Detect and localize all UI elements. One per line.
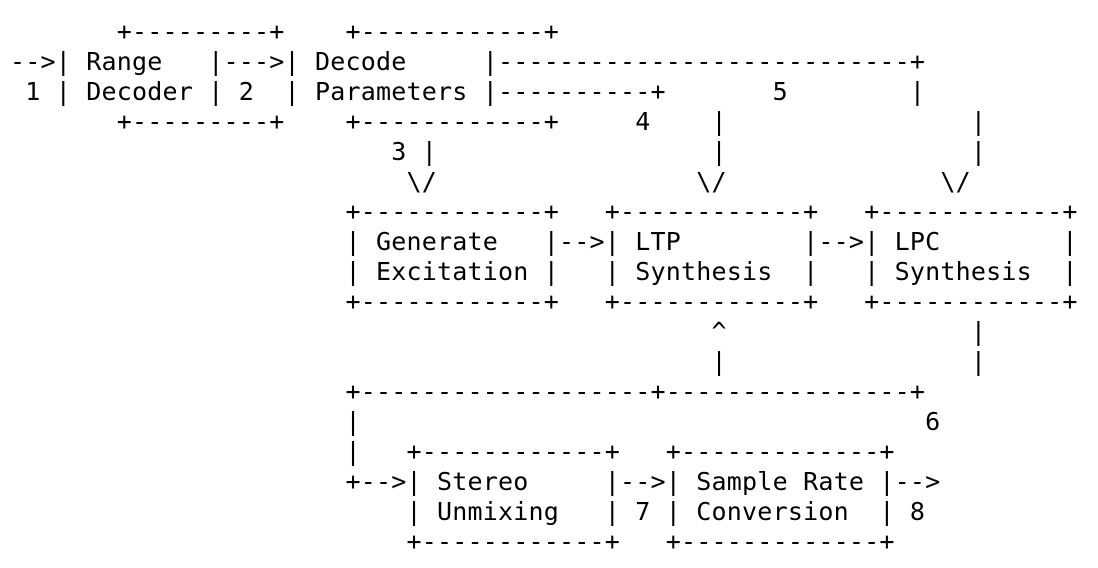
diagram-line: | 6 <box>10 407 941 436</box>
diagram-line: | Unmixing | 7 | Conversion | 8 <box>10 497 926 526</box>
diagram-line: +---------+ +------------+ 4 | | <box>10 107 987 136</box>
diagram-line: +-->| Stereo |-->| Sample Rate |--> <box>10 467 941 496</box>
ascii-block-diagram: +---------+ +------------+-->| Range |--… <box>10 17 1078 557</box>
diagram-line: ^ | <box>10 317 987 346</box>
diagram-line: +------------+ +-------------+ <box>10 527 895 556</box>
diagram-line: | Excitation | | Synthesis | | Synthesis… <box>10 257 1078 286</box>
diagram-line: +---------+ +------------+ <box>10 17 560 46</box>
diagram-line: 1 | Decoder | 2 | Parameters |----------… <box>10 77 926 106</box>
diagram-line: | Generate |-->| LTP |-->| LPC | <box>10 227 1078 256</box>
diagram-line: | | <box>10 347 987 376</box>
diagram-line: \/ \/ \/ <box>10 167 971 196</box>
diagram-line: 3 | | | <box>10 137 987 166</box>
diagram-line: | +------------+ +-------------+ <box>10 437 895 466</box>
diagram-line: +------------+ +------------+ +---------… <box>10 197 1078 226</box>
diagram-line: +------------+ +------------+ +---------… <box>10 287 1078 316</box>
diagram-line: +-------------------+----------------+ <box>10 377 926 406</box>
diagram-line: -->| Range |--->| Decode |--------------… <box>10 47 926 76</box>
